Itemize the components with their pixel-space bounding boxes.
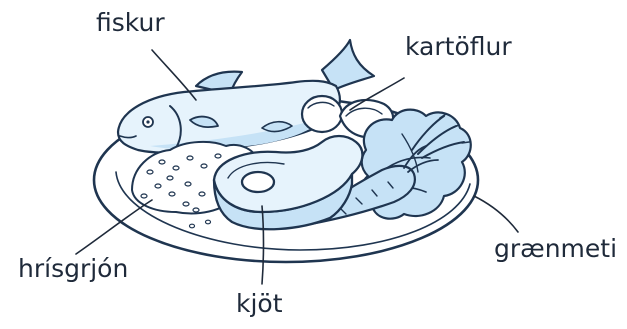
vegetables-label: grænmeti	[494, 236, 617, 261]
leader-line-vegetables	[474, 196, 518, 232]
meat-label: kjöt	[236, 291, 283, 316]
fish-label: fiskur	[96, 10, 165, 35]
potatoes-label: kartöflur	[405, 34, 512, 59]
rice-label: hrísgrjón	[18, 256, 128, 281]
